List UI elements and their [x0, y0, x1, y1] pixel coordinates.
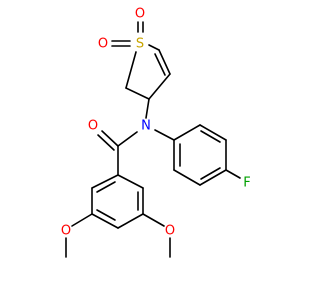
- bond-c5-s: [148, 44, 160, 51]
- bond-ar-o-right: [142, 213, 165, 227]
- bond-ch2-ch: [125, 87, 150, 100]
- bond-n-ar2: [154, 129, 175, 141]
- atom-sulfur: S: [136, 37, 144, 52]
- atom-fluorine: F: [243, 176, 250, 191]
- bond-ar1-6: [117, 174, 144, 189]
- bond-c4-c5-double: [154, 53, 166, 76]
- bond-ar1-3: [91, 213, 119, 229]
- atom-nitrogen: N: [141, 119, 151, 134]
- bond-ar-o-left: [71, 213, 93, 227]
- bond-ar2-inner-2: [200, 167, 221, 180]
- bond-ch-n: [145, 98, 150, 119]
- bond-ar2-inner-1: [200, 130, 221, 143]
- atom-oxygen-methoxy-right: O: [165, 224, 175, 239]
- bond-c-o-b: [97, 134, 115, 151]
- atom-oxygen-sulfonyl-top: O: [135, 7, 145, 22]
- structure-svg: S O O N O F O O: [61, 7, 251, 258]
- bond-c4-c5: [158, 49, 171, 75]
- bond-ar2-5: [173, 169, 201, 186]
- bond-ar2-2: [199, 124, 227, 141]
- bonds: [65, 21, 241, 258]
- bond-ar2-4: [199, 169, 227, 186]
- bond-ar2-1: [173, 124, 201, 141]
- bond-ar1-inner-2: [96, 209, 116, 221]
- atom-oxygen-methoxy-left: O: [61, 224, 71, 239]
- bond-c-f: [225, 169, 241, 179]
- bond-ar1-4: [117, 213, 144, 229]
- atom-oxygen-sulfonyl-left: O: [98, 37, 108, 52]
- bond-ch-c4: [148, 73, 171, 100]
- bond-ar1-inner-1: [96, 181, 116, 193]
- bond-n-carbonyl: [117, 131, 138, 147]
- molecule-structure-diagram: S O O N O F O O: [61, 7, 251, 258]
- atom-oxygen-carbonyl: O: [88, 119, 98, 134]
- bond-ar1-1: [91, 174, 119, 189]
- atom-labels: S O O N O F O O: [61, 7, 251, 239]
- bond-c-o-a: [101, 130, 119, 147]
- bond-s-ch2: [125, 51, 137, 89]
